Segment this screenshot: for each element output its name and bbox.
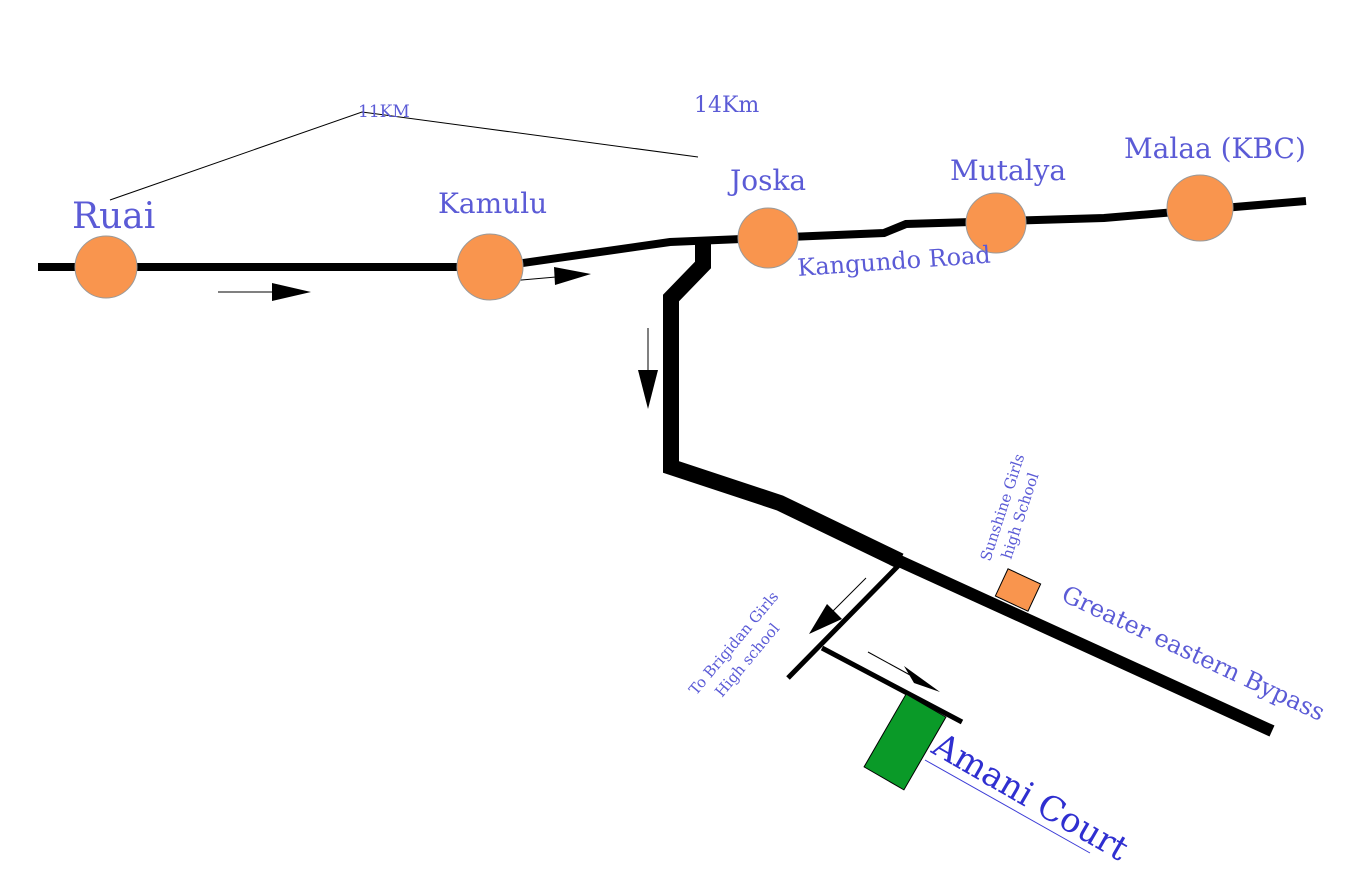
town-label-joska: Joska xyxy=(727,164,806,197)
road-label-kangundo: Kangundo Road xyxy=(796,241,991,282)
direction-arrow-south xyxy=(638,328,658,409)
distance-label-11km: 11KM xyxy=(358,102,410,122)
distance-label-14km: 14Km xyxy=(694,93,759,118)
town-label-ruai: Ruai xyxy=(72,196,155,237)
sunshine-school-marker xyxy=(994,568,1042,612)
direction-arrow-southeast xyxy=(867,651,940,692)
town-marker-malaa xyxy=(1166,174,1234,242)
amani-court-underline xyxy=(924,759,1091,854)
junction-road xyxy=(663,242,904,569)
town-marker-mutalya xyxy=(965,192,1027,254)
town-marker-joska xyxy=(737,207,799,269)
side-road-brigidan xyxy=(786,564,900,680)
town-marker-ruai xyxy=(74,235,138,299)
town-label-kamulu: Kamulu xyxy=(438,187,547,220)
access-road-amani xyxy=(820,645,964,725)
kangundo-road xyxy=(38,197,1307,271)
destination-label-amani-court: Amani Court xyxy=(925,725,1136,870)
distance-bracket-line xyxy=(109,111,699,201)
direction-arrow-east-1 xyxy=(218,283,311,301)
direction-arrow-southwest xyxy=(809,577,867,634)
greater-eastern-bypass-road xyxy=(892,553,1275,737)
amani-court-building xyxy=(863,693,947,791)
town-label-mutalya: Mutalya xyxy=(950,154,1066,187)
town-label-malaa: Malaa (KBC) xyxy=(1124,132,1306,165)
town-marker-kamulu xyxy=(456,233,524,301)
